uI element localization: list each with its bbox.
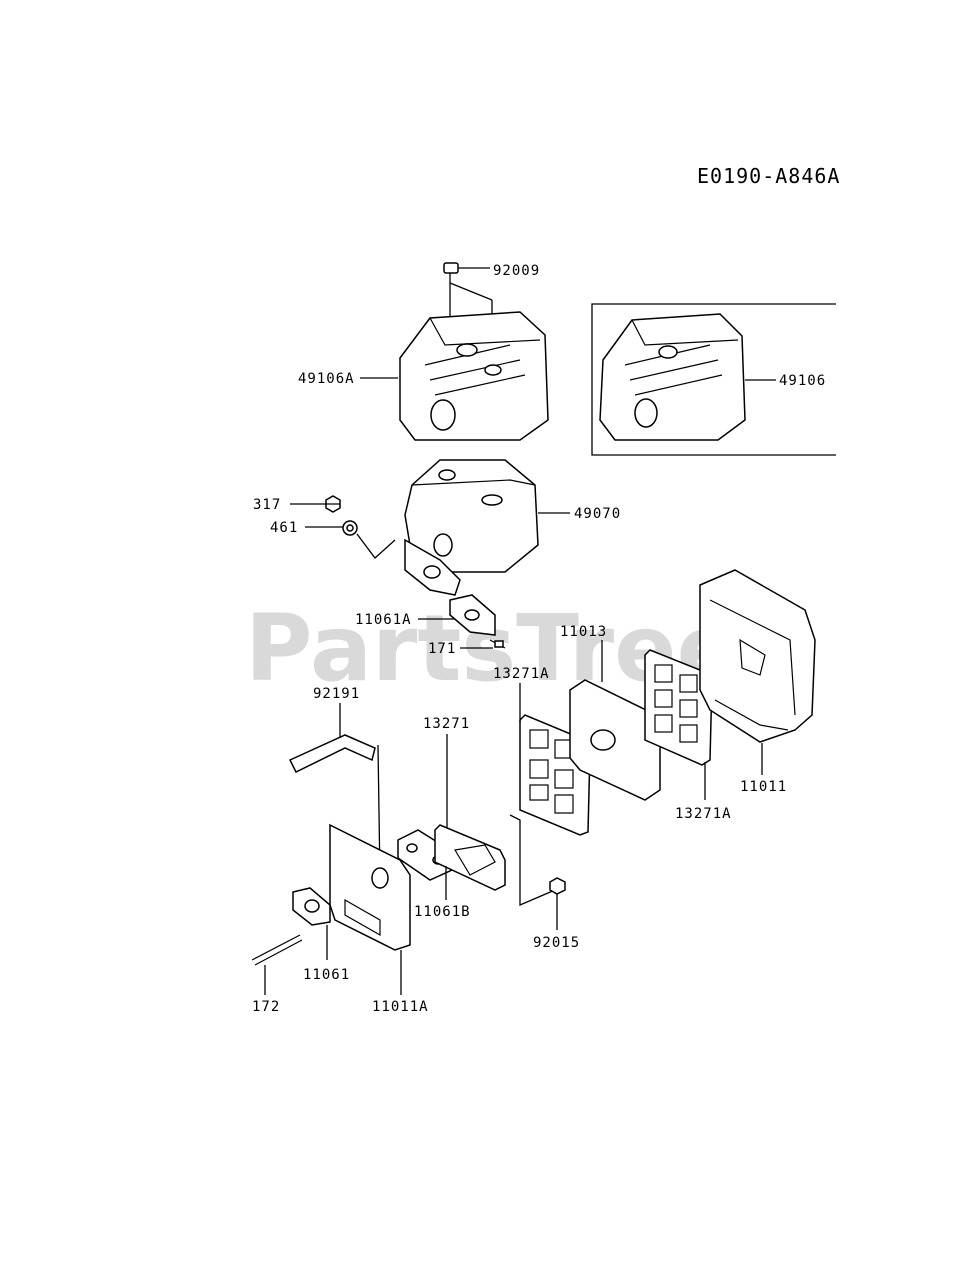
label-92015: 92015 — [533, 935, 580, 951]
label-171: 171 — [428, 641, 456, 657]
label-13271: 13271 — [423, 716, 470, 732]
part-13271A-right-gasket[interactable] — [644, 649, 713, 766]
part-49106-box[interactable] — [591, 303, 836, 456]
part-11061-gasket[interactable] — [292, 887, 331, 926]
part-13271-plate[interactable] — [434, 814, 556, 906]
label-49106: 49106 — [779, 373, 826, 389]
part-171-stud[interactable] — [489, 639, 506, 649]
part-49106A-muffler-cover[interactable] — [399, 311, 549, 441]
part-11011-cover[interactable] — [699, 569, 816, 743]
label-11061: 11061 — [303, 967, 350, 983]
part-11061A-gasket[interactable] — [404, 538, 496, 636]
label-317: 317 — [253, 497, 281, 513]
part-92015-nut[interactable] — [549, 877, 566, 895]
label-11011A: 11011A — [372, 999, 429, 1015]
label-11013: 11013 — [560, 624, 607, 640]
label-13271A-left: 13271A — [493, 666, 550, 682]
label-92191: 92191 — [313, 686, 360, 702]
label-49070: 49070 — [574, 506, 621, 522]
label-92009: 92009 — [493, 263, 540, 279]
part-11011A-base[interactable] — [329, 823, 411, 951]
part-49070-muffler[interactable] — [404, 459, 539, 573]
label-49106A: 49106A — [298, 371, 355, 387]
label-11061A: 11061A — [355, 612, 412, 628]
label-13271A-right: 13271A — [675, 806, 732, 822]
label-172: 172 — [252, 999, 280, 1015]
part-461-washer[interactable] — [342, 520, 358, 536]
part-172-stud[interactable] — [251, 934, 303, 966]
label-11061B: 11061B — [414, 904, 471, 920]
label-11011: 11011 — [740, 779, 787, 795]
diagram-code: E0190-A846A — [697, 164, 840, 188]
label-461: 461 — [270, 520, 298, 536]
part-11013-filter[interactable] — [569, 679, 661, 801]
